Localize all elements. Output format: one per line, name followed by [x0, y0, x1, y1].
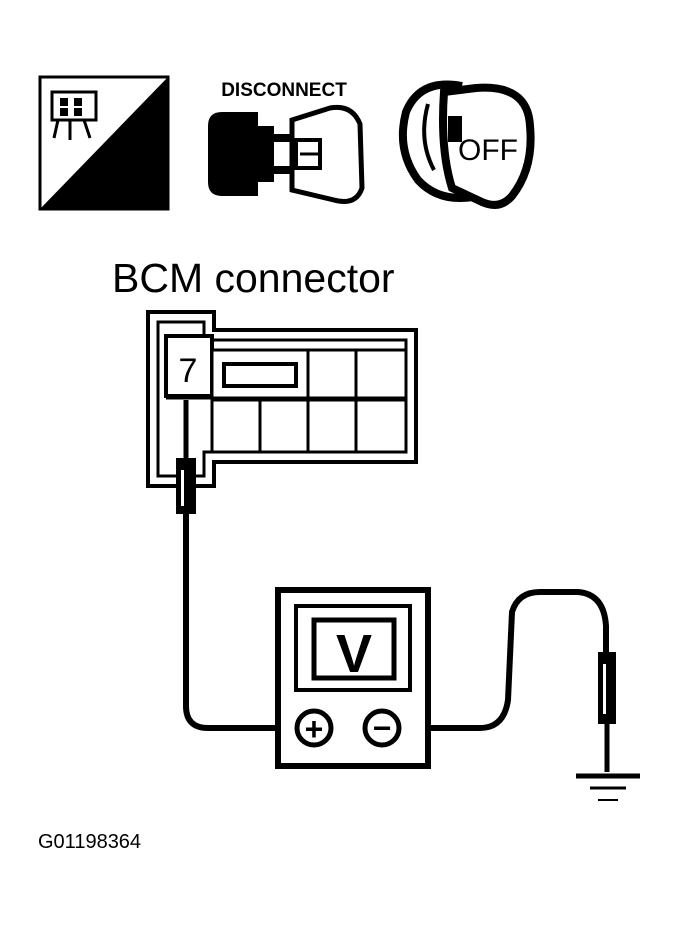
- positive-lead-wire: [183, 514, 296, 731]
- harness-side-connector-icon: H.S.: [38, 75, 170, 211]
- connector-cell: [354, 348, 408, 400]
- positive-symbol: +: [305, 711, 324, 747]
- figure-id: G01198364: [38, 831, 141, 853]
- connector-cell: [354, 398, 408, 454]
- connector-latch: [222, 362, 298, 388]
- voltmeter-display: V: [336, 624, 372, 684]
- positive-terminal: [294, 708, 334, 748]
- connector-cell: [210, 398, 262, 454]
- bcm-connector: 7: [146, 310, 418, 488]
- connector-cell: [258, 398, 310, 454]
- connector-title: BCM connector: [112, 255, 395, 301]
- negative-probe: [598, 652, 616, 772]
- terminal-cell-7: [164, 334, 214, 398]
- ground-icon: [576, 773, 640, 801]
- ignition-key-off-icon: OFF: [398, 80, 535, 209]
- negative-lead-wire: [398, 589, 609, 731]
- disconnect-label: DISCONNECT: [221, 80, 347, 101]
- negative-symbol: −: [373, 710, 392, 746]
- connector-cell: [306, 398, 358, 454]
- voltmeter: V + −: [275, 587, 431, 769]
- disconnect-connector-icon: DISCONNECT: [208, 80, 365, 204]
- positive-probe: [176, 400, 196, 514]
- terminal-number: 7: [179, 352, 198, 390]
- ignition-off-label: OFF: [458, 134, 518, 167]
- connector-cell: [306, 348, 358, 400]
- negative-terminal: [362, 708, 402, 748]
- harness-side-label: H.S.: [89, 167, 163, 209]
